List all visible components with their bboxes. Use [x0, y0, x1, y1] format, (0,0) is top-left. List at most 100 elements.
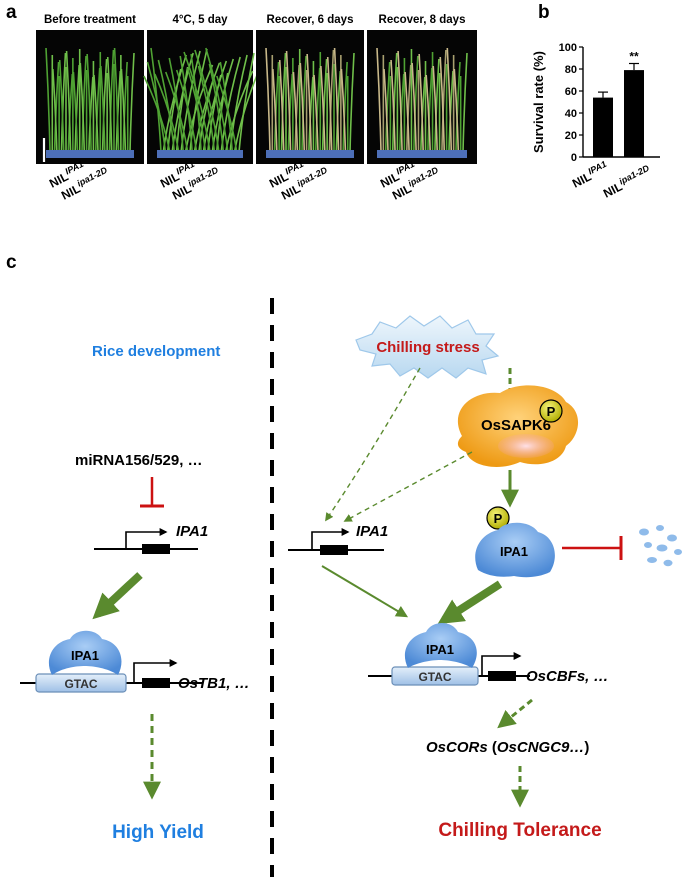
gtac-label-left: GTAC [64, 677, 97, 691]
rice-blade [397, 50, 403, 153]
rice-blade [198, 76, 215, 153]
protein-to-promoter-arrow [437, 580, 503, 625]
rice-blade [439, 56, 446, 153]
y-tick-label: 80 [565, 64, 577, 76]
phospho-circle-protein [486, 506, 510, 530]
photo-title: Recover, 6 days [267, 14, 354, 26]
panel-b-letter: b [538, 2, 550, 23]
rice-blade [292, 71, 299, 153]
high-yield-label: High Yield [112, 822, 204, 843]
x-category-label-2: NILipa1-2D [600, 163, 654, 201]
rice-blade [72, 71, 79, 153]
rice-development-title: Rice development [92, 343, 220, 360]
rice-blade [154, 73, 180, 153]
ossapk6-label: OsSAPK6 [481, 417, 551, 434]
rice-blade [183, 51, 211, 153]
rice-blade [411, 62, 417, 153]
rice-blade [413, 55, 419, 153]
rice-blade [427, 67, 433, 153]
photo-title: 4°C, 5 day [172, 14, 228, 26]
rice-blade [238, 52, 255, 153]
photo-title: Recover, 8 days [379, 14, 466, 26]
tray [266, 150, 354, 158]
y-tick-label: 0 [571, 152, 577, 164]
bar-2 [624, 70, 644, 157]
rice-blade [383, 68, 389, 153]
rice-blade [432, 65, 439, 153]
oscors-label: OsCORs (OsCNGC9…) [426, 739, 589, 756]
ipa1-protein-right [404, 623, 477, 668]
rice-blade [108, 49, 115, 153]
chilling-tolerance-label: Chilling Tolerance [438, 820, 601, 841]
rice-blade [376, 47, 382, 153]
survival-chart: Survival rate (%) 020406080100NILIPA1NIL… [531, 42, 660, 201]
photo-title: Before treatment [44, 14, 136, 26]
rice-blade [194, 49, 220, 153]
ipa1-protein-phospho [475, 522, 555, 578]
rice-blade [186, 67, 207, 153]
ipa1-gene-label-right: IPA1 [356, 523, 388, 540]
stress-to-ipa1-arrow [325, 367, 421, 522]
left-activation-arrow [92, 572, 143, 620]
rice-blade [74, 64, 80, 153]
degraded-fragments [639, 525, 682, 567]
ipa1-gene-label-left: IPA1 [176, 523, 208, 540]
rice-blade [205, 47, 229, 153]
rice-blade [273, 61, 280, 153]
rice-blade [313, 74, 319, 153]
rice-blade [314, 67, 321, 153]
rice-blade [294, 64, 300, 153]
phospho-label-kinase: P [547, 404, 556, 419]
rice-blade [321, 58, 328, 153]
oscbfs-label: OsCBFs, … [526, 668, 609, 685]
mirna-label: miRNA156/529, … [75, 452, 203, 469]
tray [46, 150, 134, 158]
kinase-to-gene-arrow [343, 451, 473, 522]
chilling-stress-burst [355, 315, 500, 379]
gtac-box-right [391, 666, 479, 686]
rice-blade [265, 47, 271, 153]
rice-blade [52, 68, 58, 153]
rice-blade [390, 59, 396, 153]
rice-blade [278, 59, 285, 153]
rice-blade [299, 62, 306, 153]
rice-blade [216, 75, 238, 153]
tray [157, 150, 243, 158]
rice-blade [441, 49, 447, 153]
rice-blade [326, 56, 333, 153]
rice-blade [113, 47, 120, 153]
rice-blade [280, 52, 287, 153]
gene-to-promoter-arrow [321, 565, 409, 618]
rice-blade [328, 49, 335, 153]
rice-blade [93, 74, 99, 153]
rice-blade [272, 68, 278, 153]
rice-blade [391, 52, 398, 153]
gtac-box-left [35, 673, 127, 693]
rice-blade [175, 69, 198, 153]
rice-blade [333, 47, 340, 153]
ipa1-protein-left [48, 630, 122, 675]
rice-blade [446, 47, 453, 153]
y-tick-label: 60 [565, 86, 577, 98]
rice-blade [434, 58, 440, 153]
cbfs-to-cors-arrow [497, 698, 533, 729]
rice-blade [143, 75, 171, 153]
ipa1-gene-left [94, 528, 198, 554]
rice-blade [462, 52, 468, 153]
y-tick-label: 100 [559, 42, 577, 54]
bar-1 [593, 97, 613, 157]
rice-blade [285, 50, 292, 153]
rice-blade [146, 61, 167, 153]
promoter-complex-right [368, 623, 530, 686]
rice-blade [157, 59, 176, 153]
rice-blade [120, 68, 127, 153]
rice-blade [349, 52, 355, 153]
gtac-label-right: GTAC [418, 670, 451, 684]
rice-blade [301, 55, 307, 153]
rice-blade [184, 64, 214, 153]
